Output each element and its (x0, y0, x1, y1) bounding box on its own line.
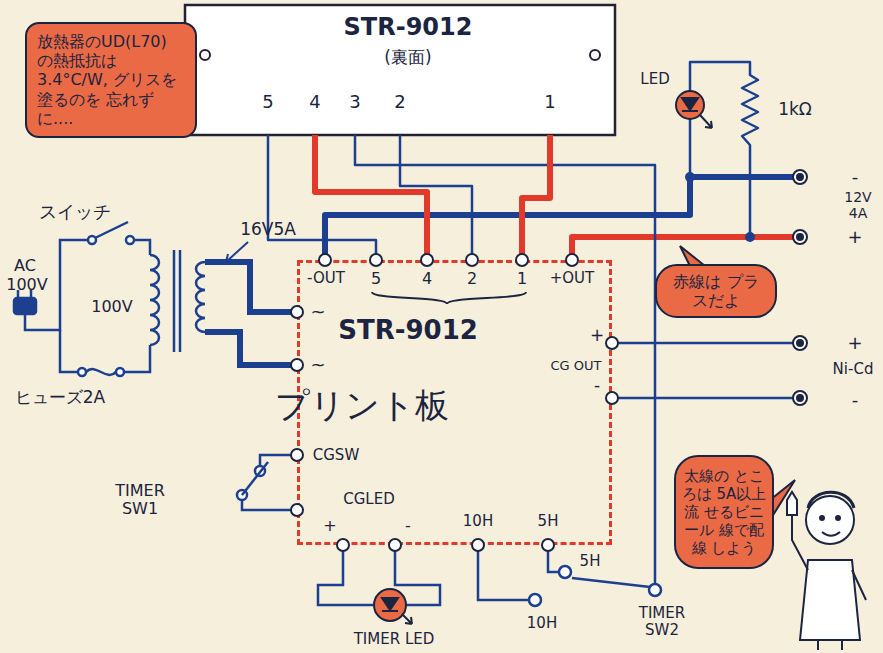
terminal-label: - (852, 390, 859, 411)
terminal-label: - (405, 517, 411, 535)
terminal-label: - (594, 376, 600, 396)
terminals-12v-nicd (793, 170, 807, 405)
terminal-label: LED (640, 71, 669, 88)
terminal-label: スイッチ (39, 202, 111, 223)
terminal-label: 10H (527, 615, 557, 632)
node-text: (裏面) (185, 47, 631, 67)
terminal-label: ヒューズ2A (15, 388, 105, 408)
terminal-label: 1 (517, 270, 527, 288)
terminal-label: 5H (580, 553, 601, 570)
bracket (372, 292, 526, 304)
terminal-label: Ni-Cd (833, 361, 874, 378)
terminal-label: 100V (6, 276, 47, 294)
terminal-label: 10H (463, 513, 493, 530)
terminal-label: TIMER LED (354, 631, 435, 648)
timer-wires (237, 455, 661, 606)
terminal-label: AC (14, 257, 36, 275)
node-text: 放熱器のUD(L70) の熱抵抗は3.4°C/W, グリスを塗るのを 忘れずに.… (37, 32, 185, 128)
node-text: 5 (262, 91, 273, 113)
terminal-label: + (847, 333, 862, 354)
cartoon-boy (787, 492, 866, 650)
terminal-label: + (590, 326, 604, 346)
terminal-label: 1kΩ (778, 100, 812, 120)
terminal-label: 100V (91, 298, 132, 316)
node-text: 1 (544, 91, 555, 113)
output-wires (325, 62, 794, 584)
node-text: 2 (394, 91, 405, 113)
terminal-label: CGLED (343, 491, 394, 508)
pin-wire (522, 135, 550, 260)
terminal-label: - (852, 167, 859, 188)
speech-bubble: 太線の ところは 5A以上流 せるビニール 線で配線 しよう (674, 455, 774, 569)
ic-component-box: STR-9012 (裏面) 5 4 3 2 1 (185, 5, 631, 135)
ac-input (14, 222, 150, 376)
node-text: 赤線は プラスだよ (667, 272, 765, 310)
node-text: STR-9012 (185, 13, 631, 42)
led-symbol (676, 91, 712, 128)
node-text: 4 (309, 91, 320, 113)
terminal-label: 2 (467, 270, 477, 288)
terminal-label: + (323, 517, 336, 535)
pin-wire (400, 135, 472, 260)
terminal-label: +OUT (550, 270, 595, 287)
transformer (150, 242, 291, 365)
terminal-label: 12V 4A (838, 189, 878, 221)
terminal-label: -OUT (307, 270, 345, 287)
terminal-label: TIMER SW1 (108, 482, 172, 519)
terminal-label: ~ (310, 355, 325, 376)
timer-led (374, 589, 412, 624)
note-callout: 放熱器のUD(L70) の熱抵抗は3.4°C/W, グリスを塗るのを 忘れずに.… (25, 22, 197, 138)
terminal-label: TIMER SW2 (631, 605, 693, 640)
node-text: 太線の ところは 5A以上流 せるビニール 線で配線 しよう (680, 467, 768, 557)
node-text: プリント板 (275, 385, 449, 426)
terminal-label: 5H (538, 513, 559, 530)
node-text: STR-9012 (338, 315, 478, 346)
terminal-label: + (847, 227, 862, 248)
pin-wire (315, 135, 427, 260)
speech-bubble: 赤線は プラスだよ (655, 264, 777, 318)
terminal-label: CGSW (313, 447, 359, 464)
terminal-label: CG OUT (551, 359, 602, 374)
terminal-label: 16V5A (240, 220, 296, 240)
terminal-label: ~ (310, 302, 325, 323)
pin-wire (268, 135, 376, 260)
node-text: 3 (349, 91, 360, 113)
terminal-label: 4 (422, 270, 432, 288)
terminal-label: 5 (371, 270, 381, 288)
